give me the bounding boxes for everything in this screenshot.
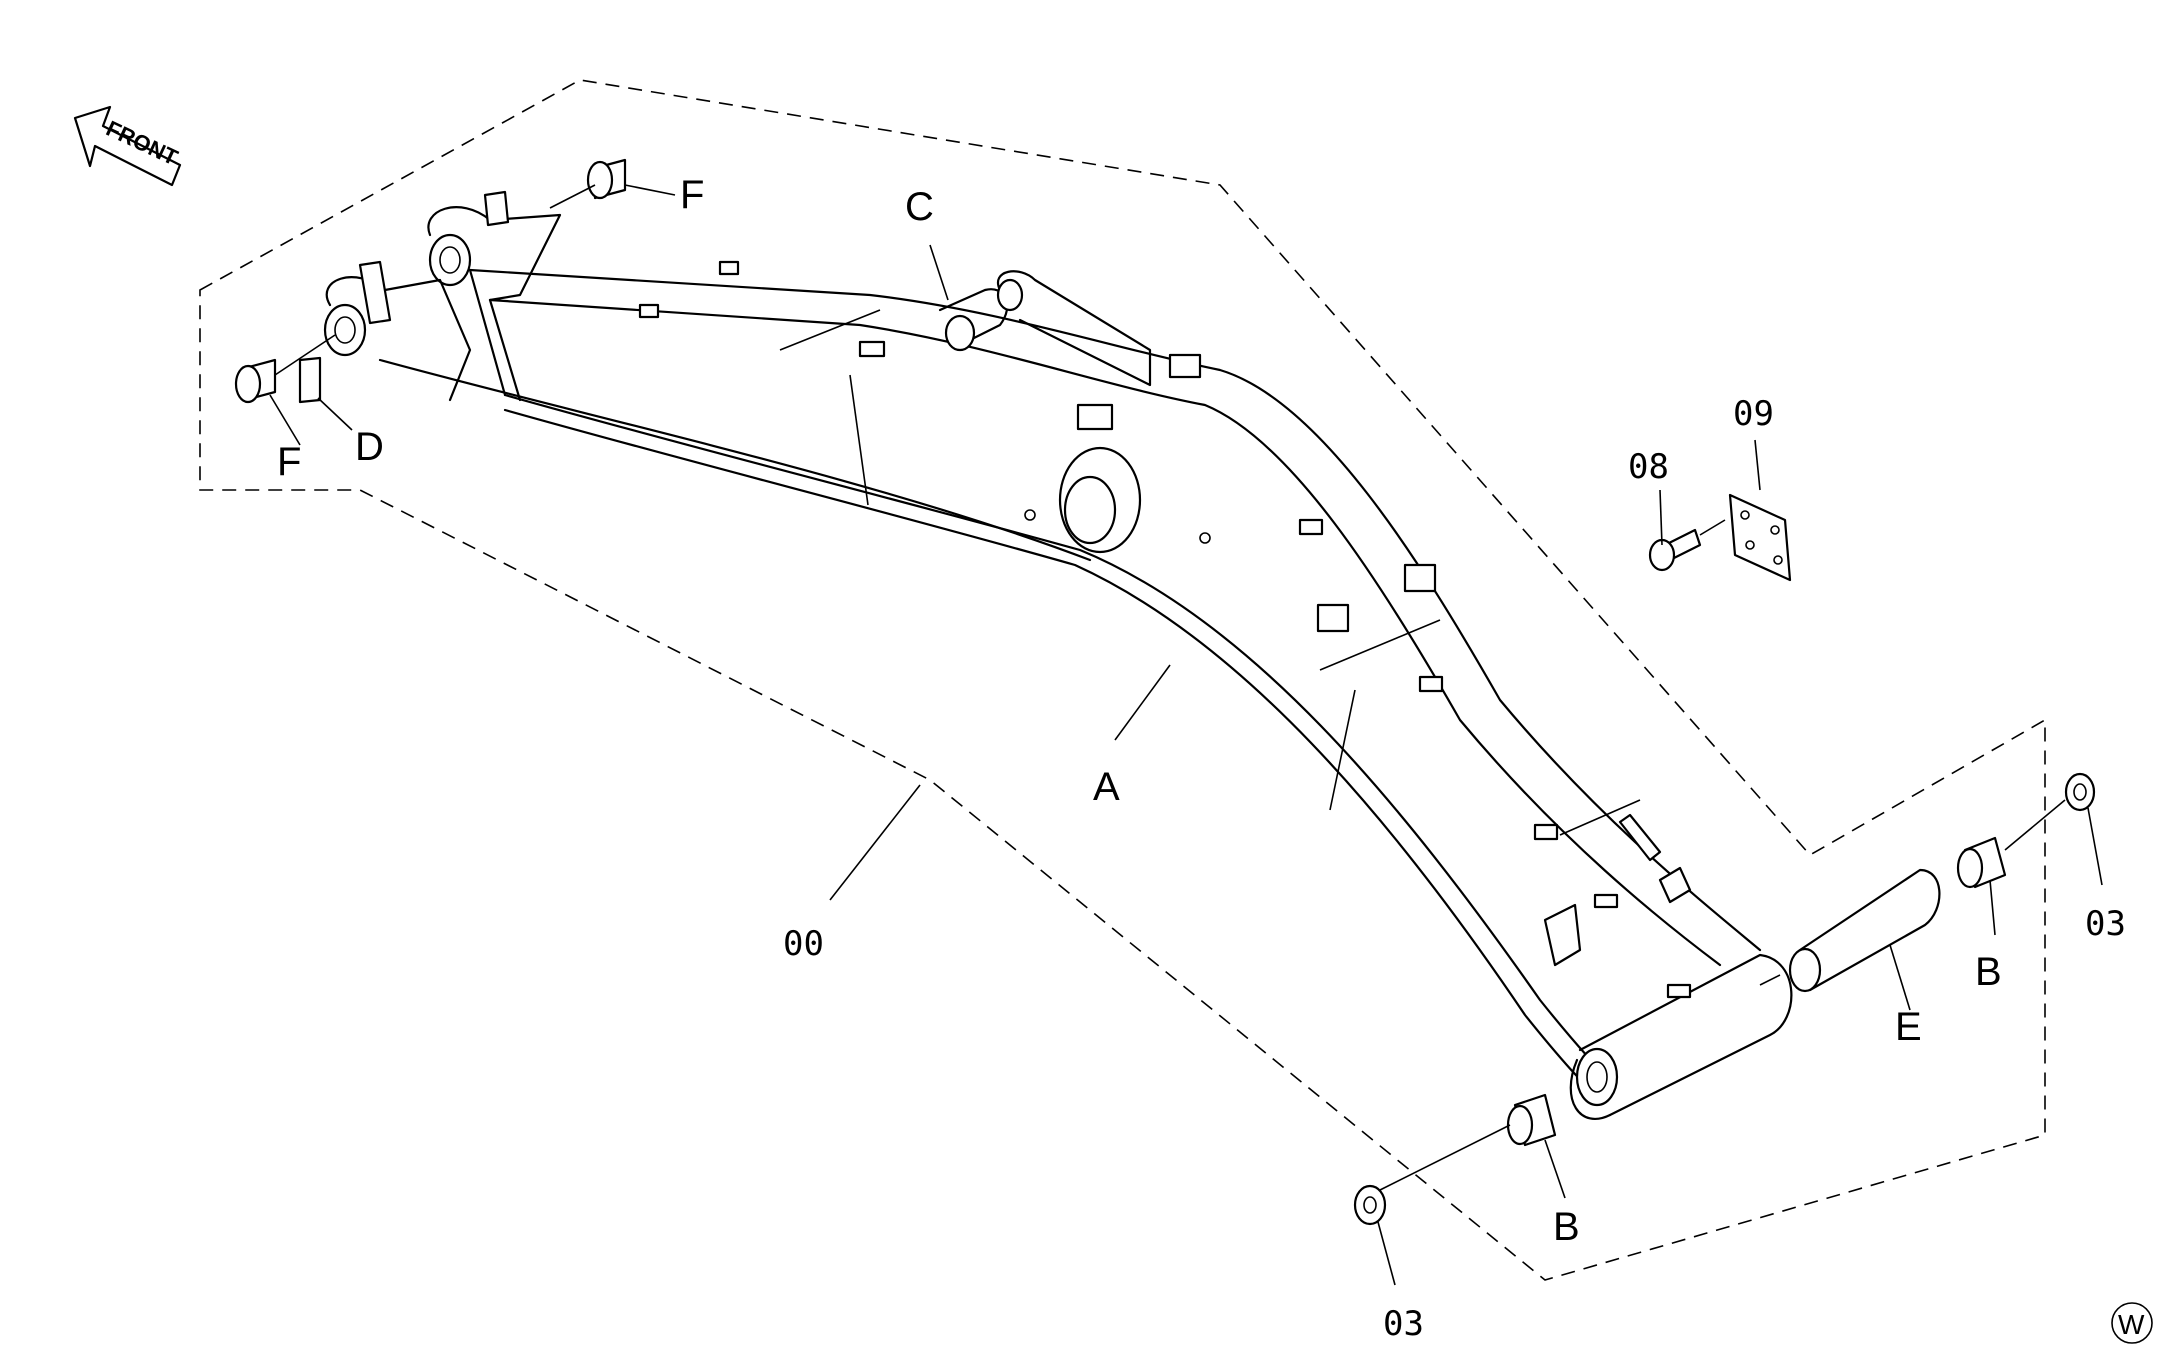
callout-a: A [1093,765,1120,809]
callout-b-upper: B [1975,950,2002,994]
callout-d: D [355,425,384,469]
callout-09: 09 [1733,394,1774,434]
boom-assembly-boundary [199,79,2046,1281]
washer-03-lower [1353,1184,1387,1226]
callout-03-upper: 03 [2085,904,2126,944]
callout-e: E [1895,1005,1922,1049]
callout-f-lower: F [277,440,301,484]
callout-b-lower: B [1553,1205,1580,1249]
pin-e [1798,868,1941,992]
assembly-boundary [199,79,2046,1281]
callout-labels: F C D F 08 09 A 00 E B 03 B 03 [277,173,2126,1344]
corner-mark-letter: W [2118,1309,2145,1340]
loose-parts [234,158,2103,1286]
callout-08: 08 [1628,447,1669,487]
corner-mark-circle-icon [2111,1302,2153,1344]
front-arrow-icon [73,105,182,187]
plate-09 [1728,493,1792,582]
shim-d [298,356,322,404]
callout-f-upper: F [680,173,704,217]
boom-body [323,190,1793,1121]
washer-03-upper [2064,772,2096,812]
front-arrow: FRONT [73,105,182,187]
callout-03-lower: 03 [1383,1304,1424,1344]
callout-c: C [905,185,934,229]
callout-00: 00 [783,924,824,964]
corner-mark: W [2111,1302,2153,1344]
